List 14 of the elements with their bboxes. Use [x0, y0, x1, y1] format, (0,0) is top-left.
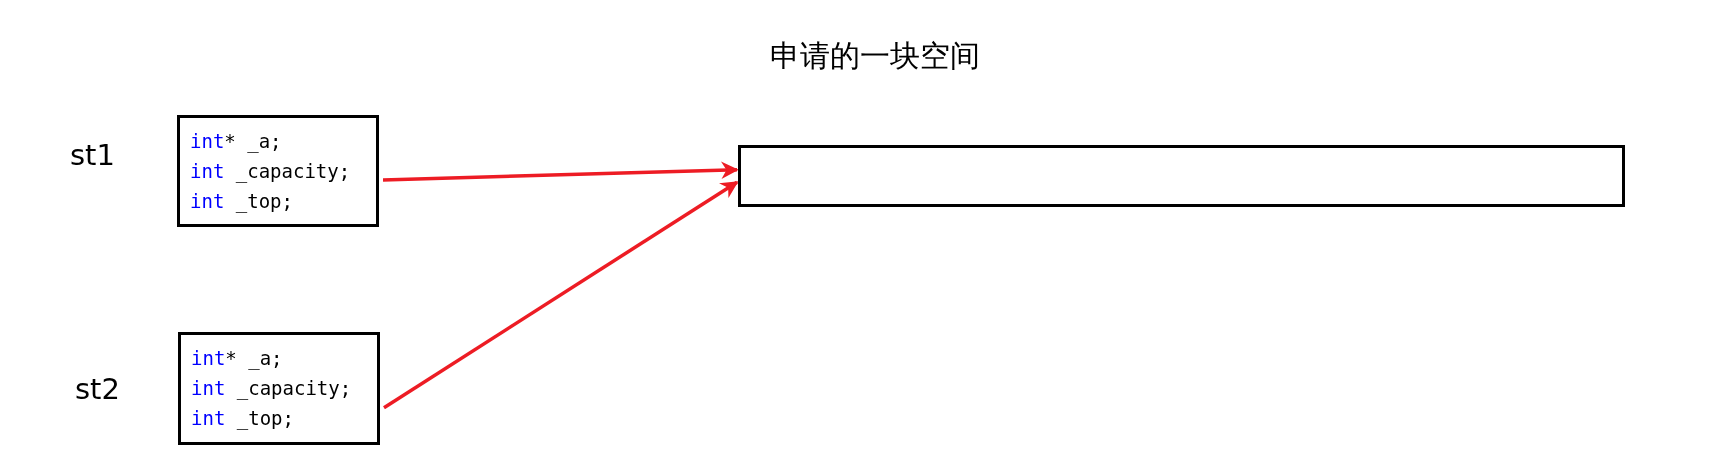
code-line: int* _a; — [190, 129, 283, 155]
code-line: int* _a; — [191, 346, 284, 372]
code-box — [178, 332, 380, 445]
code-line: int _capacity; — [191, 376, 353, 402]
variable-label: st1 — [70, 138, 115, 172]
code-line: int _capacity; — [190, 159, 352, 185]
arrow — [382, 161, 739, 182]
code-box — [177, 115, 379, 227]
code-line: int _top; — [190, 189, 294, 215]
memory-block — [738, 145, 1625, 207]
title: 申请的一块空间 — [770, 37, 980, 75]
arrow — [383, 180, 739, 410]
code-line: int _top; — [191, 406, 295, 432]
variable-label: st2 — [75, 372, 120, 406]
